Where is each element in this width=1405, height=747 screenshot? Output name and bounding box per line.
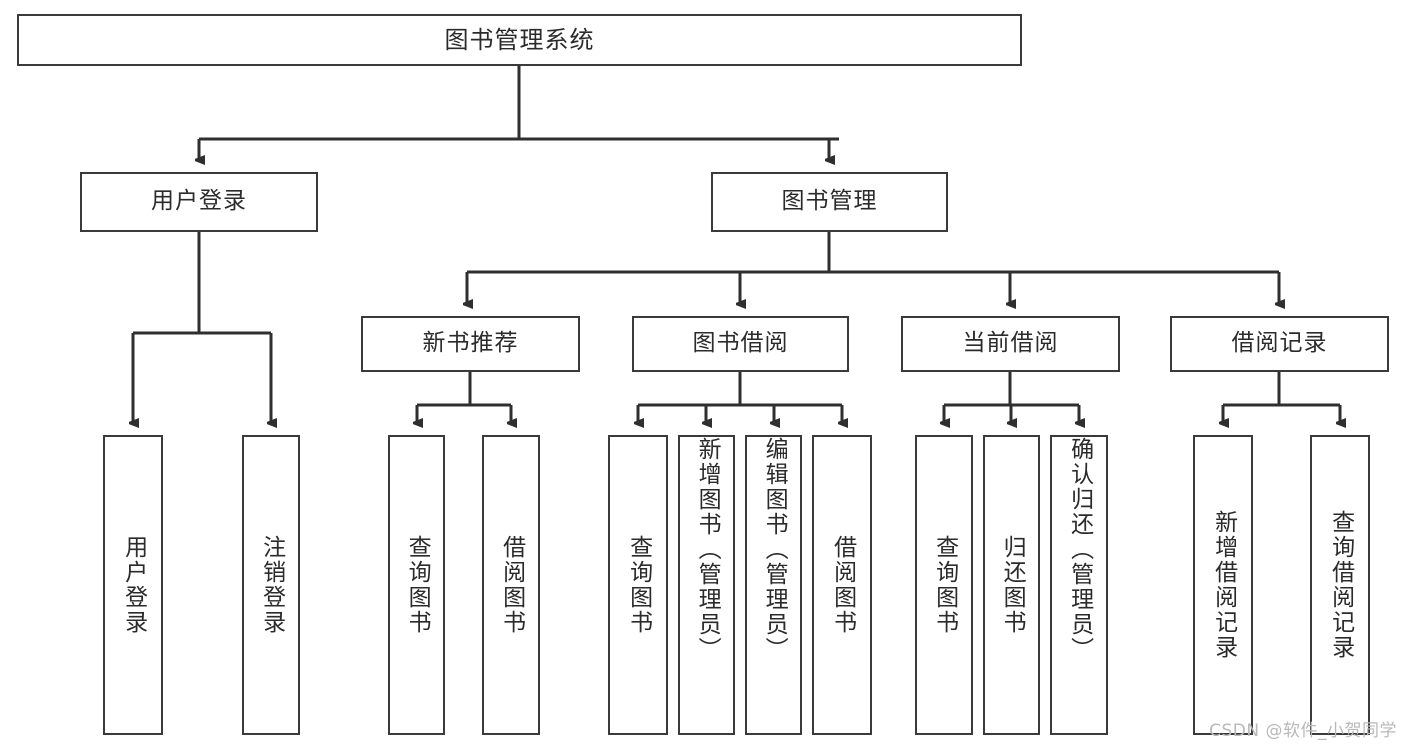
leaf-edit-book-admin[interactable]: 编辑图书（管理员）: [745, 435, 802, 735]
leaf-query-book-2[interactable]: 查询图书: [608, 435, 668, 735]
node-book-manage[interactable]: 图书管理: [711, 172, 948, 232]
node-root[interactable]: 图书管理系统: [17, 14, 1022, 66]
leaf-edit-book-admin-label: 编辑图书（管理员）: [761, 437, 788, 662]
node-user-login-label: 用户登录: [151, 188, 247, 215]
leaf-query-book-3-label: 查询图书: [931, 535, 958, 635]
leaf-add-borrow-record-label: 新增借阅记录: [1210, 510, 1237, 660]
leaf-logout-login-label: 注销登录: [258, 535, 285, 635]
node-user-login[interactable]: 用户登录: [80, 172, 318, 232]
leaf-return-book-label: 归还图书: [999, 535, 1026, 635]
node-borrow-record-label: 借阅记录: [1231, 330, 1328, 357]
leaf-confirm-return-admin[interactable]: 确认归还（管理员）: [1050, 435, 1108, 735]
node-new-book-recommend[interactable]: 新书推荐: [361, 316, 580, 372]
leaf-query-borrow-record-label: 查询借阅记录: [1327, 510, 1354, 660]
node-current-borrow-label: 当前借阅: [962, 330, 1059, 357]
leaf-borrow-book-1[interactable]: 借阅图书: [482, 435, 540, 735]
leaf-return-book[interactable]: 归还图书: [983, 435, 1040, 735]
leaf-confirm-return-admin-label: 确认归还（管理员）: [1066, 437, 1093, 662]
leaf-query-borrow-record[interactable]: 查询借阅记录: [1310, 435, 1370, 735]
node-book-borrow-label: 图书借阅: [692, 330, 789, 357]
node-root-label: 图书管理系统: [444, 25, 595, 54]
leaf-query-book-1-label: 查询图书: [404, 535, 431, 635]
leaf-borrow-book-2-label: 借阅图书: [829, 535, 856, 635]
node-borrow-record[interactable]: 借阅记录: [1170, 316, 1389, 372]
leaf-borrow-book-1-label: 借阅图书: [498, 535, 525, 635]
node-current-borrow[interactable]: 当前借阅: [901, 316, 1120, 372]
leaf-query-book-3[interactable]: 查询图书: [915, 435, 973, 735]
leaf-add-borrow-record[interactable]: 新增借阅记录: [1193, 435, 1253, 735]
node-book-manage-label: 图书管理: [781, 188, 878, 215]
leaf-logout-login[interactable]: 注销登录: [242, 435, 300, 735]
leaf-user-login-label: 用户登录: [120, 535, 147, 635]
node-book-borrow[interactable]: 图书借阅: [632, 316, 849, 372]
leaf-query-book-2-label: 查询图书: [625, 535, 652, 635]
leaf-user-login[interactable]: 用户登录: [103, 435, 163, 735]
leaf-add-book-admin-label: 新增图书（管理员）: [694, 437, 721, 662]
leaf-borrow-book-2[interactable]: 借阅图书: [812, 435, 872, 735]
leaf-query-book-1[interactable]: 查询图书: [388, 435, 445, 735]
leaf-add-book-admin[interactable]: 新增图书（管理员）: [678, 435, 735, 735]
watermark: CSDN @软件_小贺同学: [1209, 721, 1397, 741]
node-new-book-recommend-label: 新书推荐: [422, 330, 519, 357]
